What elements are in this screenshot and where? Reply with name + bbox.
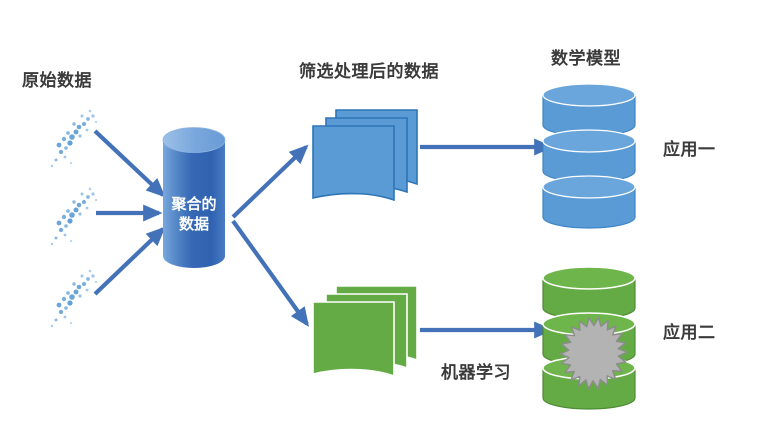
cylinder-label-line1: 聚合的 [171, 196, 217, 213]
arrow-cluster-bottom-to-cylinder [93, 226, 166, 296]
label-app-one: 应用一 [663, 140, 716, 159]
aggregate-data-cylinder [162, 127, 226, 268]
raw-data-cluster-top [50, 109, 98, 168]
arrow-cylinder-to-green-docs [231, 219, 310, 327]
arrow-cluster-top-to-cylinder [93, 129, 166, 198]
label-app-two: 应用二 [663, 323, 716, 342]
cylinder-label-line2: 数据 [178, 216, 209, 234]
machine-learning-burst-icon [559, 316, 628, 390]
label-raw-data: 原始数据 [22, 71, 92, 90]
raw-data-cluster-middle [50, 187, 98, 246]
raw-data-cluster-bottom [50, 269, 98, 328]
label-filtered-data: 筛选处理后的数据 [299, 62, 439, 81]
label-machine-learning: 机器学习 [441, 363, 511, 382]
arrow-cylinder-to-blue-docs [231, 144, 309, 219]
filtered-data-blue-documents [312, 109, 418, 202]
math-model-blue-database-stack [542, 83, 636, 229]
label-math-model: 数学模型 [551, 49, 621, 68]
filtered-data-green-documents [312, 285, 418, 378]
